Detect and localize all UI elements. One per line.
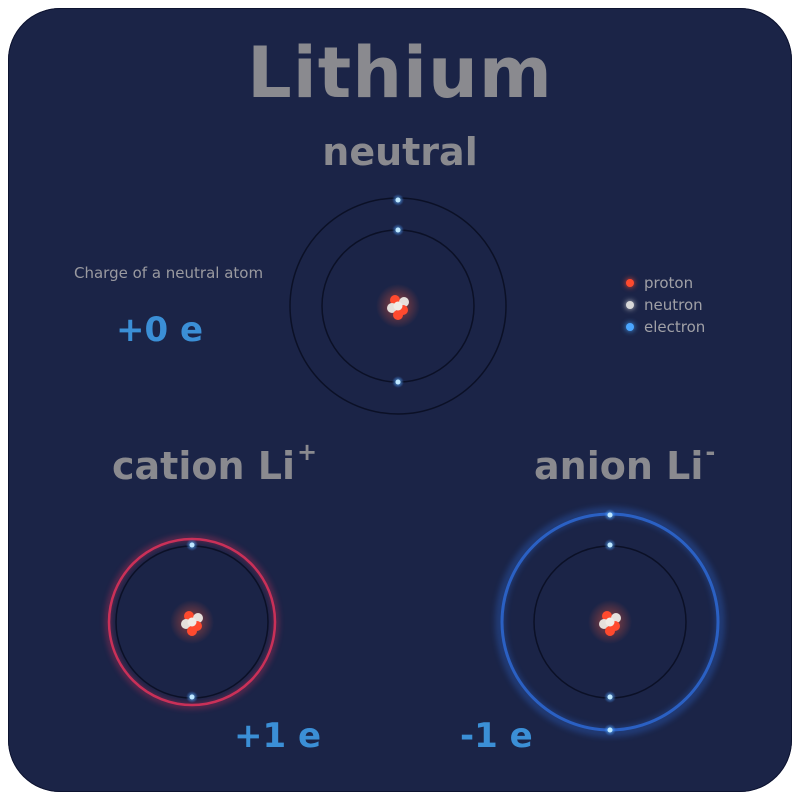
charge-label: Charge of a neutral atom: [74, 264, 264, 282]
neutral-atom: [289, 194, 507, 415]
legend-label-electron: electron: [644, 318, 706, 336]
electron: [607, 512, 613, 518]
electron: [607, 727, 613, 733]
electron: [395, 197, 401, 203]
anion-charge-value: -1 e: [460, 716, 533, 756]
neutral-charge-value: +0 e: [116, 310, 204, 350]
legend-item-neutron: neutron: [626, 294, 705, 316]
legend-item-proton: proton: [626, 272, 705, 294]
cation-title: cation Li+: [112, 438, 317, 488]
neutron: [393, 301, 403, 311]
page-title: Lithium: [247, 32, 553, 114]
neutron-icon: [626, 301, 634, 309]
electron: [395, 379, 401, 385]
anion-nucleus: [599, 611, 621, 636]
neutral-subtitle: neutral: [322, 130, 478, 174]
cation-sign: +: [297, 438, 318, 466]
electron: [607, 542, 613, 548]
legend-label-neutron: neutron: [644, 296, 703, 314]
electron: [189, 542, 195, 548]
proton: [393, 310, 403, 320]
electron: [607, 694, 613, 700]
electron: [395, 227, 401, 233]
electron-icon: [626, 323, 634, 331]
cation-nucleus: [181, 611, 203, 636]
anion-title: anion Li-: [534, 438, 715, 488]
proton-icon: [626, 279, 634, 287]
cation-title-text: cation Li: [112, 444, 295, 488]
cation-charge-value: +1 e: [234, 716, 322, 756]
diagram-panel: Lithium neutral Charge of a neutral atom…: [8, 8, 792, 792]
atoms-svg: [105, 194, 725, 737]
anion-atom: [495, 507, 725, 737]
anion-title-text: anion Li: [534, 444, 704, 488]
anion-sign: -: [705, 438, 716, 466]
cation-atom: [105, 535, 279, 709]
legend: proton neutron electron: [626, 272, 705, 338]
neutral-nucleus: [387, 295, 409, 320]
electron: [189, 694, 195, 700]
legend-item-electron: electron: [626, 316, 705, 338]
legend-label-proton: proton: [644, 274, 694, 292]
